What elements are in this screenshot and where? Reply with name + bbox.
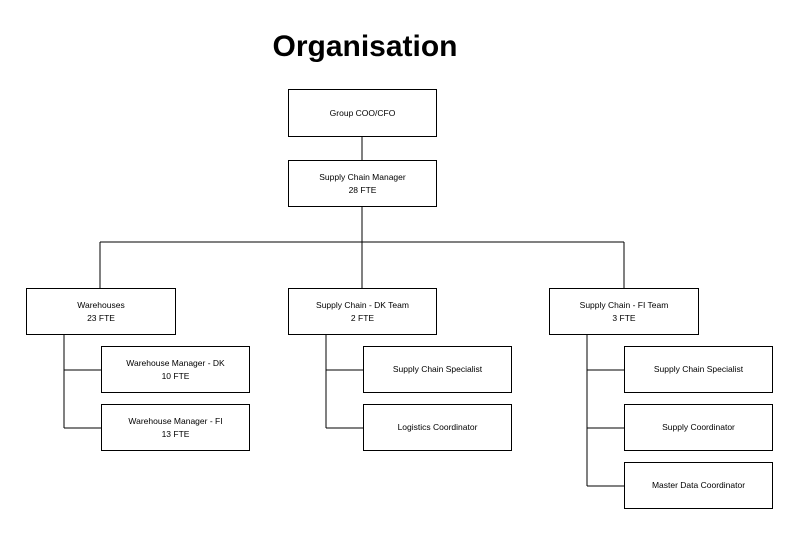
node-name: Group COO/CFO	[329, 107, 396, 118]
org-node-dk-logistics-coordinator: Logistics Coordinator	[363, 404, 512, 451]
node-fte: 3 FTE	[612, 312, 636, 323]
node-name: Warehouses	[77, 300, 125, 311]
org-node-supply-chain-dk-team: Supply Chain - DK Team 2 FTE	[288, 288, 437, 335]
node-name: Warehouse Manager - DK	[126, 358, 225, 369]
org-node-supply-chain-fi-team: Supply Chain - FI Team 3 FTE	[549, 288, 699, 335]
org-node-fi-supply-chain-specialist: Supply Chain Specialist	[624, 346, 773, 393]
org-node-group-coo-cfo: Group COO/CFO	[288, 89, 437, 137]
node-name: Warehouse Manager - FI	[128, 416, 223, 427]
org-node-warehouse-manager-fi: Warehouse Manager - FI 13 FTE	[101, 404, 250, 451]
node-name: Supply Coordinator	[662, 422, 735, 433]
node-fte: 23 FTE	[87, 312, 115, 323]
org-node-dk-supply-chain-specialist: Supply Chain Specialist	[363, 346, 512, 393]
node-name: Supply Chain Specialist	[392, 364, 483, 375]
node-name: Supply Chain Specialist	[653, 364, 744, 375]
org-node-warehouse-manager-dk: Warehouse Manager - DK 10 FTE	[101, 346, 250, 393]
org-node-fi-master-data-coordinator: Master Data Coordinator	[624, 462, 773, 509]
node-fte: 2 FTE	[350, 312, 375, 323]
org-node-fi-supply-coordinator: Supply Coordinator	[624, 404, 773, 451]
node-fte: 10 FTE	[161, 370, 190, 381]
node-fte: 28 FTE	[348, 184, 377, 195]
node-name: Master Data Coordinator	[651, 480, 746, 491]
node-name: Supply Chain - FI Team	[579, 300, 669, 311]
node-fte: 13 FTE	[161, 428, 190, 439]
node-name: Supply Chain - DK Team	[316, 300, 409, 311]
node-name: Logistics Coordinator	[397, 422, 478, 433]
org-node-supply-chain-manager: Supply Chain Manager 28 FTE	[288, 160, 437, 207]
page-title: Organisation	[272, 30, 458, 63]
node-name: Supply Chain Manager	[319, 172, 406, 183]
org-node-warehouses: Warehouses 23 FTE	[26, 288, 176, 335]
